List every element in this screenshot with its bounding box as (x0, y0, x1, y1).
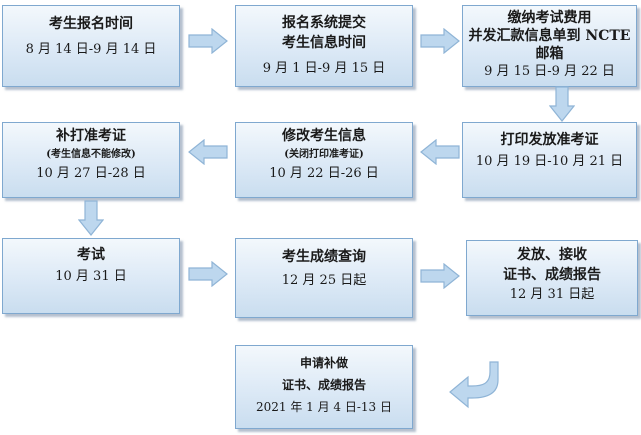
step-date: 2021 年 1 月 4 日-13 日 (255, 400, 393, 414)
step-date: 9 月 1 日-9 月 15 日 (262, 61, 386, 76)
step-note: (考生信息不能修改) (46, 149, 136, 160)
arrow-right-icon (188, 261, 228, 287)
step-title: 报名系统提交 (282, 15, 366, 31)
step-issue-certificate: 发放、接收 证书、成绩报告 12 月 31 日起 (466, 240, 638, 316)
step-note: (关闭打印准考证) (284, 149, 364, 160)
step-print-admission: 打印发放准考证 10 月 19 日-10 月 21 日 (462, 122, 637, 198)
step-title: 邮箱 (535, 46, 564, 62)
curved-arrow-icon (448, 360, 500, 410)
step-payment: 缴纳考试费用 并发汇款信息单到 NCTE 邮箱 9 月 15 日-9 月 22 … (462, 5, 637, 87)
step-title: 打印发放准考证 (500, 132, 599, 148)
step-title: 发放、接收 (517, 247, 587, 263)
step-title: 缴纳考试费用 (507, 10, 592, 26)
step-title: 考生信息时间 (282, 35, 366, 51)
step-date: 9 月 15 日-9 月 22 日 (484, 64, 615, 79)
step-title: 修改考生信息 (282, 128, 366, 144)
step-submit-info: 报名系统提交 考生信息时间 9 月 1 日-9 月 15 日 (235, 5, 413, 87)
step-reprint-admission: 补打准考证 (考生信息不能修改) 10 月 27 日-28 日 (2, 122, 180, 198)
step-title: 并发汇款信息单到 NCTE (468, 28, 631, 44)
step-registration: 考生报名时间 8 月 14 日-9 月 14 日 (2, 5, 180, 87)
arrow-down-icon (549, 86, 575, 122)
step-score-query: 考生成绩查询 12 月 25 日起 (235, 238, 413, 318)
arrow-right-icon (420, 28, 460, 54)
arrow-left-icon (188, 139, 228, 165)
step-exam: 考试 10 月 31 日 (2, 238, 180, 314)
step-date: 12 月 31 日起 (509, 287, 595, 302)
arrow-right-icon (188, 28, 228, 54)
step-title: 考试 (77, 247, 105, 263)
step-date: 12 月 25 日起 (281, 273, 367, 288)
step-title: 申请补做 (299, 356, 348, 370)
arrow-down-icon (78, 200, 104, 236)
step-title: 证书、成绩报告 (281, 378, 366, 392)
step-title: 考生报名时间 (49, 16, 133, 32)
step-title: 补打准考证 (56, 128, 126, 144)
arrow-left-icon (420, 139, 460, 165)
step-title: 证书、成绩报告 (503, 267, 601, 283)
step-date: 10 月 27 日-28 日 (36, 166, 146, 181)
arrow-right-icon (420, 263, 460, 289)
step-modify-info: 修改考生信息 (关闭打印准考证) 10 月 22 日-26 日 (235, 122, 413, 198)
step-date: 10 月 19 日-10 月 21 日 (475, 154, 624, 169)
step-title: 考生成绩查询 (282, 249, 366, 265)
step-date: 8 月 14 日-9 月 14 日 (25, 42, 157, 57)
step-date: 10 月 22 日-26 日 (269, 166, 379, 181)
step-date: 10 月 31 日 (55, 269, 127, 284)
step-reissue-request: 申请补做 证书、成绩报告 2021 年 1 月 4 日-13 日 (235, 345, 413, 429)
